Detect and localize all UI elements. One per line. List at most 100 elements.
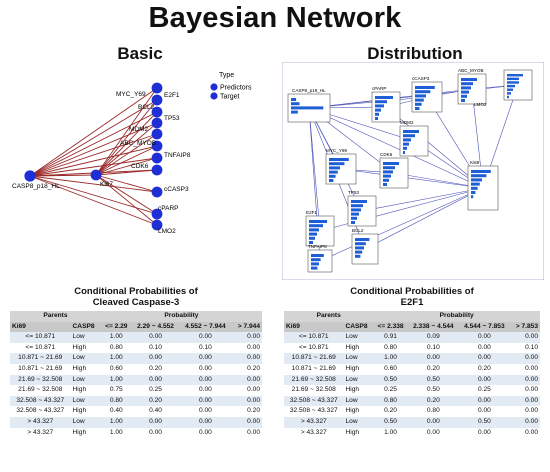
table1-col: CASP8 xyxy=(70,321,101,333)
table2-cell: 0.00 xyxy=(458,427,510,439)
table2-cell: 1.00 xyxy=(373,353,408,364)
table1-col: <= 2.29 xyxy=(100,321,132,333)
table1-cell: 0.00 xyxy=(131,416,180,428)
table1-cell: > 43.327 xyxy=(10,416,71,428)
table2-cell: 21.69 ~ 32.508 xyxy=(284,374,344,386)
distribution-node-label: cCASP3 xyxy=(412,76,430,81)
table2-cell: Low xyxy=(343,416,374,428)
legend-predictors-marker xyxy=(210,83,218,91)
distribution-edge xyxy=(319,187,484,232)
legend-target-marker xyxy=(210,92,218,100)
distribution-bar xyxy=(329,170,338,174)
basic-edge xyxy=(95,99,158,176)
table2-cell: 0.20 xyxy=(373,406,408,417)
distribution-bar xyxy=(403,146,407,150)
basic-edge xyxy=(95,169,158,176)
distribution-bar xyxy=(403,151,405,154)
table1-cell: 21.69 ~ 32.508 xyxy=(10,385,71,396)
distribution-bar xyxy=(471,195,474,199)
distribution-bar xyxy=(291,106,324,110)
table2-cell: 0.10 xyxy=(509,342,540,354)
distribution-bar xyxy=(461,78,477,81)
distribution-bar xyxy=(329,162,345,166)
table2-cell: High xyxy=(343,406,374,417)
distribution-bar xyxy=(329,158,349,161)
distribution-bar xyxy=(507,77,519,81)
table1-title-line1: Conditional Probabilities of xyxy=(74,286,198,297)
target-node-label: CASP8_p18_HL xyxy=(12,183,60,190)
table1-cell: 0.00 xyxy=(131,427,180,439)
table2-cell: Low xyxy=(343,395,374,407)
hub-node-label: Ki67 xyxy=(100,181,113,188)
legend-title: Type xyxy=(219,72,234,79)
table2-cell: 0.20 xyxy=(458,363,510,375)
table2-cell: 10.871 ~ 21.69 xyxy=(284,353,344,364)
basic-edge xyxy=(29,157,158,177)
table2-cell: 0.25 xyxy=(458,385,510,396)
table1-cpt: Parents Probability Ki69 CASP8 <= 2.29 2… xyxy=(10,311,262,439)
table1-cell: 0.00 xyxy=(231,332,262,343)
basic-edge xyxy=(29,111,158,177)
basic-edges xyxy=(29,87,158,226)
distribution-node: cPARP xyxy=(371,86,401,123)
table1-cell: 0.00 xyxy=(179,374,232,386)
distribution-node-label: Ki69 xyxy=(470,160,480,165)
table1-cell: 0.00 xyxy=(131,332,180,343)
table1-cell: Low xyxy=(70,416,101,428)
distribution-bar xyxy=(311,262,319,266)
basic-legend: Type Predictors Target xyxy=(210,72,252,101)
table1-cell: Low xyxy=(70,374,101,386)
table2-cell: Low xyxy=(343,332,374,343)
table2-title-line1: Conditional Probabilities of xyxy=(350,286,474,297)
table1-cell: 10.871 ~ 21.69 xyxy=(10,353,71,364)
table2-cell: 0.00 xyxy=(509,395,540,407)
table2-cell: <= 10.871 xyxy=(284,332,344,343)
distribution-node-label: TNFAIP8 xyxy=(308,244,327,249)
distribution-bar xyxy=(311,254,324,257)
table1-cell: 0.80 xyxy=(100,395,132,407)
distribution-bar xyxy=(309,228,319,232)
table1-cell: High xyxy=(70,363,101,375)
hub-node xyxy=(90,169,102,181)
distribution-node: E2F1 xyxy=(305,210,335,247)
table1-cell: 0.00 xyxy=(131,374,180,386)
table1-cell: 1.00 xyxy=(100,374,132,386)
distribution-bar xyxy=(507,74,523,77)
table2-cell: 0.00 xyxy=(458,374,510,386)
basic-edge xyxy=(29,87,158,177)
legend-target-label: Target xyxy=(220,94,240,101)
distribution-bar xyxy=(507,81,519,84)
basic-edge xyxy=(95,133,158,176)
table1-cell: 0.00 xyxy=(179,395,232,407)
table2-cell: 0.00 xyxy=(509,427,540,439)
predictor-node xyxy=(151,208,163,220)
distribution-node: Ki69 xyxy=(467,160,499,211)
predictor-node xyxy=(151,94,163,106)
distribution-bar xyxy=(375,104,384,108)
table1-cell: 0.20 xyxy=(131,395,180,407)
table2-col: 2.338 ~ 4.544 xyxy=(407,321,459,333)
distribution-bar xyxy=(471,174,487,178)
table1-title-line2: Cleaved Caspase-3 xyxy=(92,297,180,308)
table1-cell: High xyxy=(70,406,101,417)
table2-cell: 0.20 xyxy=(407,363,459,375)
table2-column-headers: Ki69 CASP8 <= 2.338 2.338 ~ 4.544 4.544 … xyxy=(284,321,540,333)
predictor-node xyxy=(151,186,163,198)
table2-cell: 0.00 xyxy=(407,427,459,439)
target-node xyxy=(24,170,36,182)
distribution-node-label: BCL2 xyxy=(352,228,364,233)
distribution-node: MYC_Y69 xyxy=(325,148,357,185)
table2-parents-header: Parents xyxy=(284,311,374,322)
table2-cell: 0.80 xyxy=(407,406,459,417)
predictor-node-label: E2F1 xyxy=(164,92,180,99)
predictor-node xyxy=(151,128,163,140)
distribution-node-label: ABC_MYOB xyxy=(458,68,484,73)
